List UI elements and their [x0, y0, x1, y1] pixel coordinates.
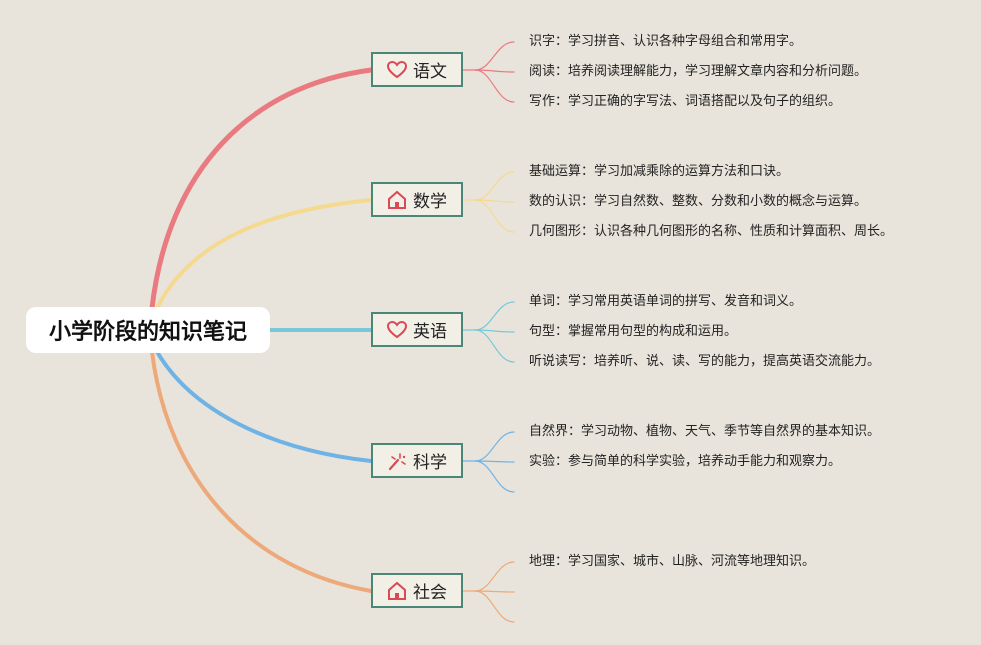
- branch-label: 科学: [413, 453, 447, 473]
- leaf-item[interactable]: 句型：掌握常用句型的构成和运用。: [529, 324, 738, 339]
- connector-line: [474, 431, 515, 462]
- leaf-item[interactable]: 地理：学习国家、城市、山脉、河流等地理知识。: [529, 554, 816, 569]
- branch-english[interactable]: 英语: [371, 312, 463, 347]
- branch-society[interactable]: 社会: [371, 573, 463, 608]
- leaf-item[interactable]: 单词：学习常用英语单词的拼写、发音和词义。: [529, 294, 803, 309]
- leaf-item[interactable]: 几何图形：认识各种几何图形的名称、性质和计算面积、周长。: [529, 224, 894, 239]
- connector-line: [474, 460, 515, 493]
- connector-line: [474, 301, 515, 331]
- connector-line: [474, 171, 515, 201]
- connector-line: [474, 199, 515, 233]
- connector-line: [150, 350, 373, 593]
- connector-line: [154, 198, 373, 312]
- leaf-item[interactable]: 识字：学习拼音、认识各种字母组合和常用字。: [529, 34, 803, 49]
- house-icon: [388, 190, 406, 209]
- branch-label: 社会: [413, 583, 447, 603]
- branch-label: 数学: [413, 192, 447, 212]
- connector-line: [154, 348, 373, 463]
- leaf-item[interactable]: 自然界：学习动物、植物、天气、季节等自然界的基本知识。: [529, 424, 881, 439]
- leaf-item[interactable]: 实验：参与简单的科学实验，培养动手能力和观察力。: [529, 454, 842, 469]
- leaf-item[interactable]: 阅读：培养阅读理解能力，学习理解文章内容和分析问题。: [529, 64, 868, 79]
- connector-line: [474, 561, 515, 592]
- leaf-item[interactable]: 数的认识：学习自然数、整数、分数和小数的概念与运算。: [529, 194, 868, 209]
- connector-line: [474, 590, 515, 623]
- branch-label: 英语: [413, 322, 447, 342]
- house-icon: [388, 581, 406, 600]
- connector-line: [474, 329, 515, 363]
- leaf-item[interactable]: 基础运算：学习加减乘除的运算方法和口诀。: [529, 164, 790, 179]
- branch-label: 语文: [413, 62, 447, 82]
- root-title: 小学阶段的知识笔记: [48, 320, 247, 345]
- branch-chinese[interactable]: 语文: [371, 52, 463, 87]
- magic-wand-icon: [388, 452, 406, 470]
- heart-icon: [387, 60, 407, 78]
- branch-science[interactable]: 科学: [371, 443, 463, 478]
- leaf-item[interactable]: 听说读写：培养听、说、读、写的能力，提高英语交流能力。: [529, 354, 881, 369]
- connector-line: [149, 67, 374, 311]
- connector-line: [474, 69, 515, 103]
- branch-math[interactable]: 数学: [371, 182, 463, 217]
- heart-icon: [387, 320, 407, 338]
- connector-line: [474, 41, 515, 71]
- root-topic[interactable]: 小学阶段的知识笔记: [26, 307, 270, 353]
- leaf-item[interactable]: 写作：学习正确的字写法、词语搭配以及句子的组织。: [529, 94, 842, 109]
